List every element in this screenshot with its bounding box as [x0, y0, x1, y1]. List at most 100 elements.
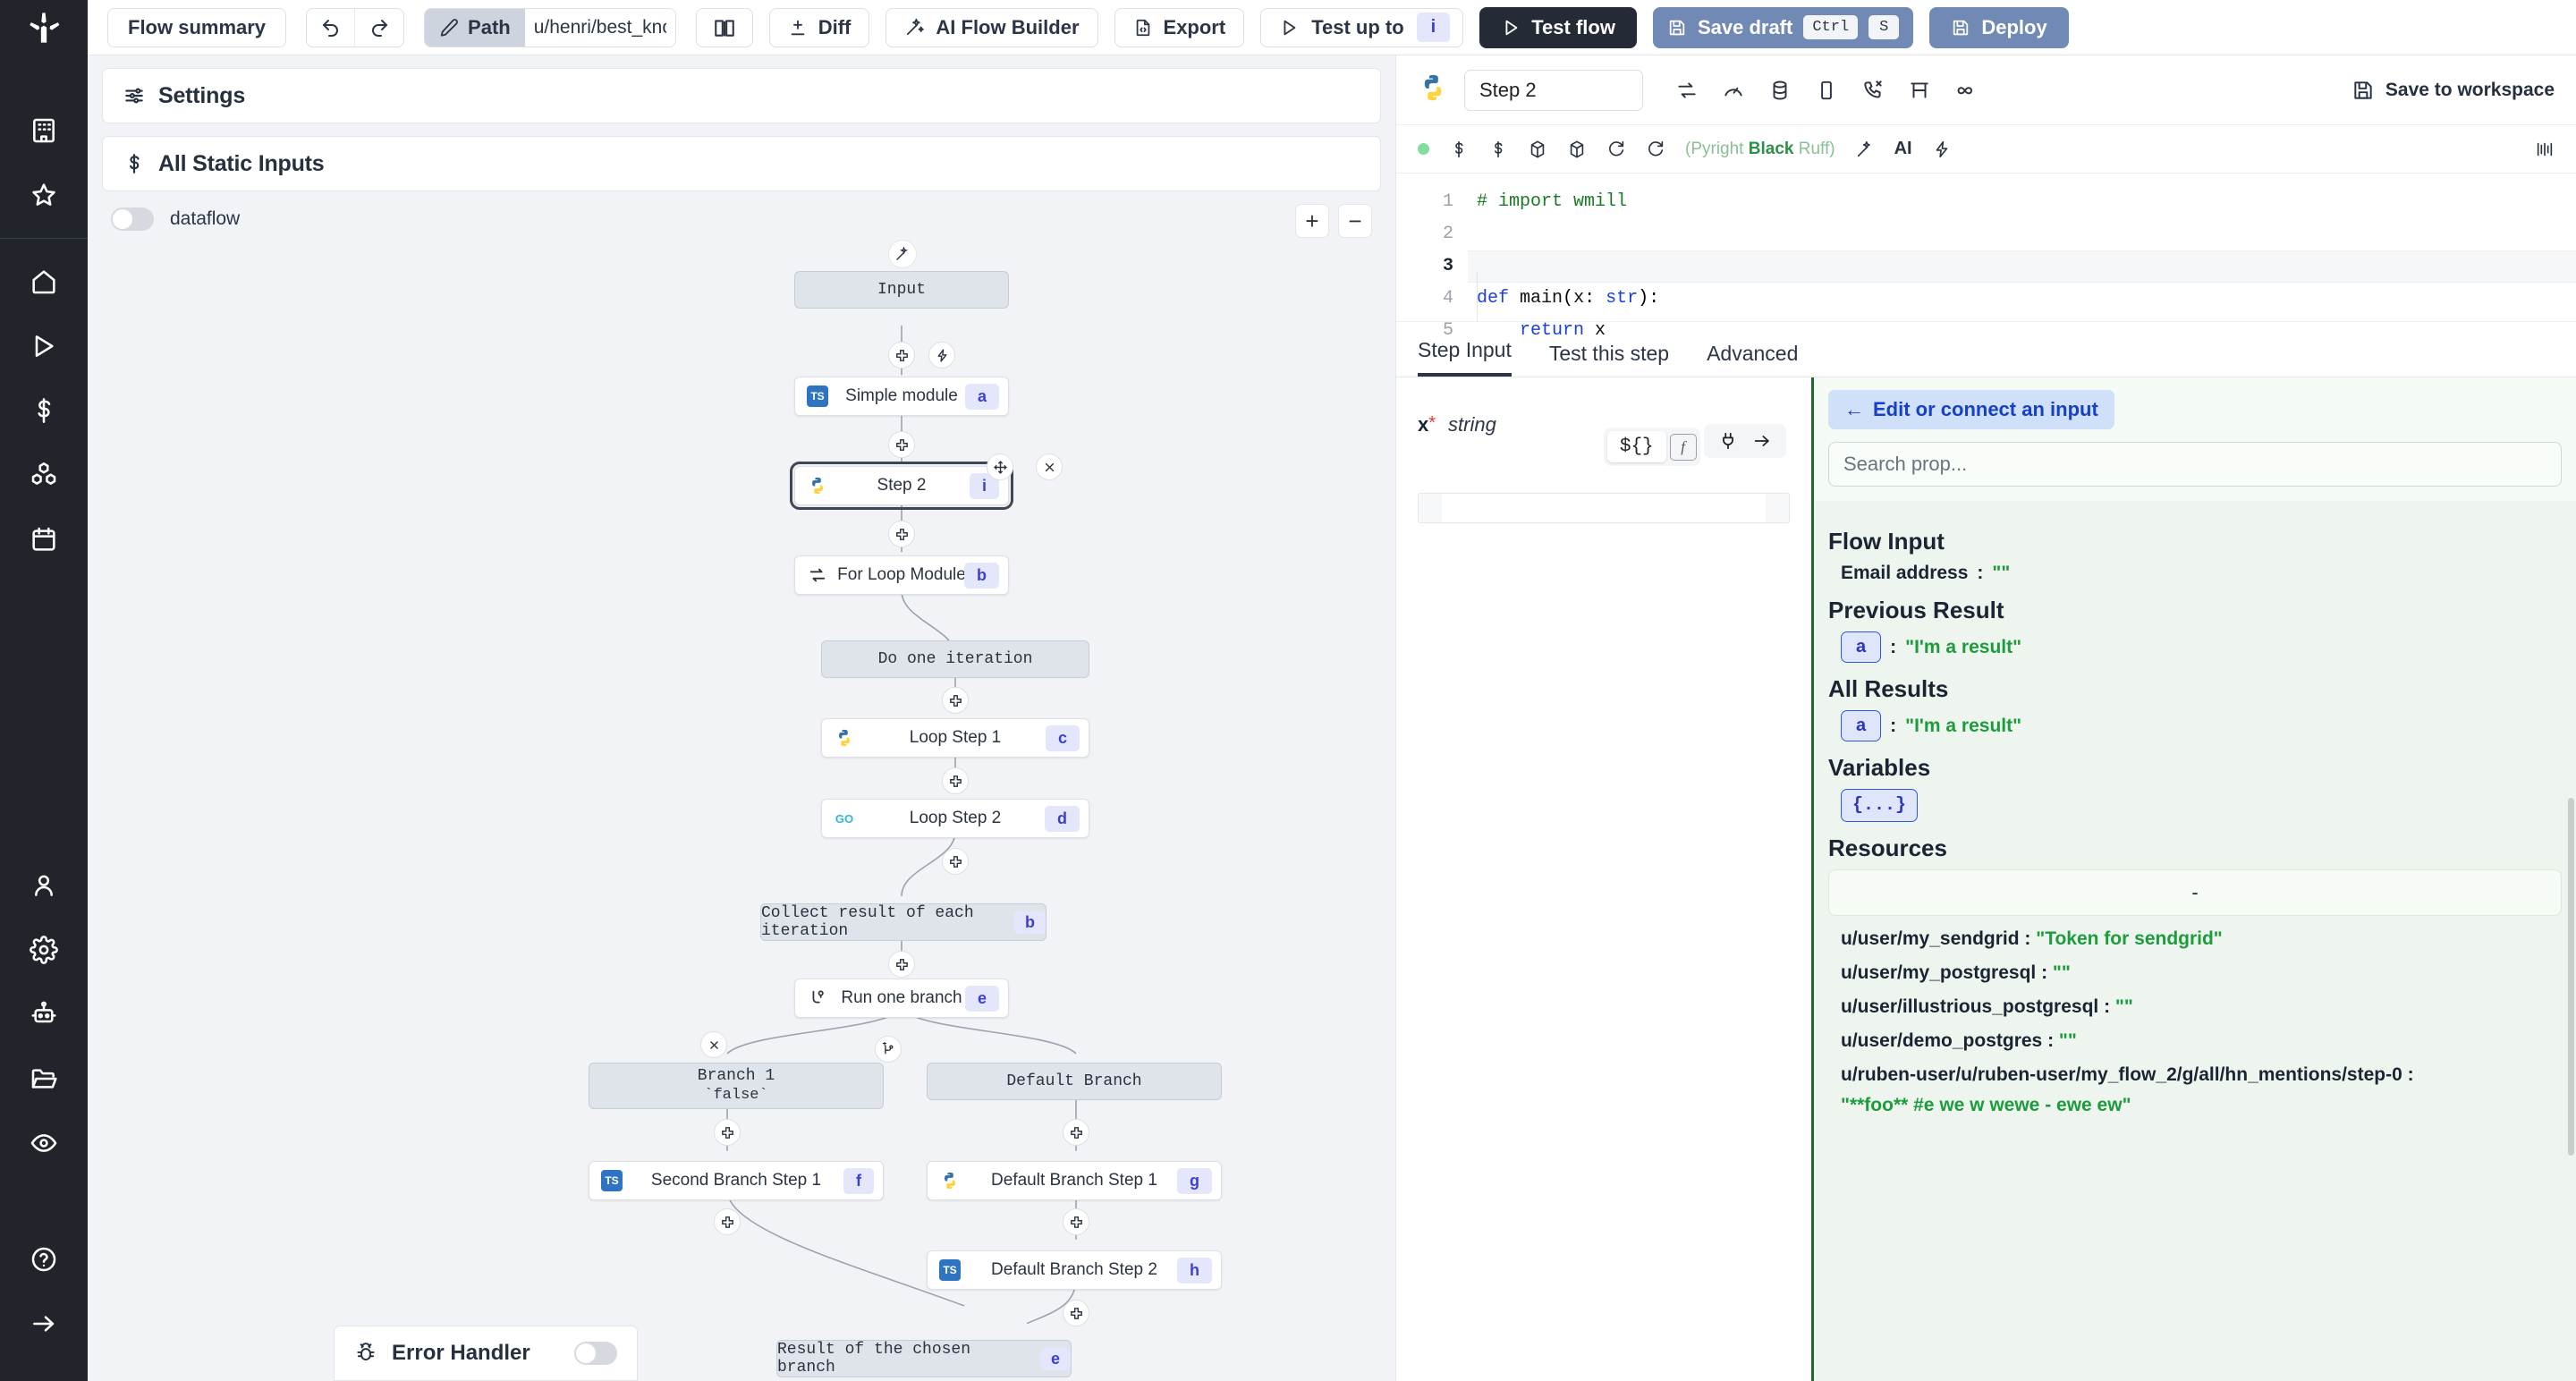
test-flow-button[interactable]: Test flow: [1479, 6, 1637, 48]
path-input[interactable]: [524, 8, 675, 47]
refresh-icon[interactable]: [1606, 140, 1626, 159]
delete-branch-button[interactable]: [700, 1031, 727, 1058]
ai-wand-icon[interactable]: [888, 240, 917, 268]
phone-call-icon[interactable]: [1861, 79, 1885, 102]
graph-node-b[interactable]: For Loop Module b: [794, 555, 1009, 595]
diff-button[interactable]: Diff: [768, 7, 870, 47]
sidebar-item-users[interactable]: [0, 853, 88, 918]
result-chip[interactable]: a: [1841, 631, 1882, 663]
save-draft-button[interactable]: Save draft Ctrl S: [1652, 6, 1914, 48]
resource-row[interactable]: u/user/my_sendgrid : "Token for sendgrid…: [1841, 928, 2223, 949]
resources-placeholder[interactable]: -: [1828, 869, 2562, 916]
graph-node-input[interactable]: Input: [794, 271, 1009, 309]
connector-row[interactable]: {...}: [1841, 789, 2562, 822]
arg-value-field[interactable]: [1418, 493, 1790, 523]
add-step-button[interactable]: [942, 848, 969, 875]
add-step-button[interactable]: [888, 342, 915, 369]
sidebar-item-variables[interactable]: [0, 378, 88, 443]
graph-node-e[interactable]: Run one branch e: [794, 979, 1009, 1018]
sidebar-item-runs[interactable]: [0, 314, 88, 378]
graph-node-g[interactable]: Default Branch Step 1 g: [927, 1161, 1222, 1200]
graph-node-c[interactable]: Loop Step 1 c: [821, 718, 1089, 758]
sidebar-item-settings[interactable]: [0, 918, 88, 982]
graph-node-iteration[interactable]: Do one iteration: [821, 640, 1089, 678]
resource-row[interactable]: u/user/my_postgresql : "": [1841, 962, 2071, 983]
edit-or-connect-button[interactable]: ← Edit or connect an input: [1828, 390, 2114, 429]
sidebar-item-schedules[interactable]: [0, 507, 88, 572]
sidebar-item-workspace[interactable]: [0, 98, 88, 163]
dollar-icon[interactable]: [1449, 140, 1469, 159]
connector-row[interactable]: Email address : "": [1841, 563, 2011, 583]
sidebar-item-favorites[interactable]: [0, 163, 88, 227]
error-handler-toggle[interactable]: [574, 1342, 617, 1365]
add-step-button[interactable]: [1063, 1119, 1089, 1146]
dollar-icon[interactable]: [1488, 140, 1508, 159]
resource-row[interactable]: u/ruben-user/u/ruben-user/my_flow_2/g/al…: [1841, 1064, 2414, 1085]
static-inputs-card[interactable]: All Static Inputs: [102, 136, 1381, 191]
connector-row[interactable]: a : "I'm a result": [1841, 631, 2562, 663]
sidebar-item-workers[interactable]: [0, 982, 88, 1046]
add-step-button[interactable]: [1063, 1300, 1089, 1326]
graph-node-default-branch[interactable]: Default Branch: [927, 1063, 1222, 1100]
lightning-icon[interactable]: [1932, 140, 1952, 159]
move-node-handle[interactable]: [987, 453, 1013, 480]
graph-node-d[interactable]: GO Loop Step 2 d: [821, 799, 1089, 838]
zoom-in-button[interactable]: +: [1295, 204, 1329, 238]
connector-scrollbar[interactable]: [2568, 798, 2574, 1156]
tab-step-input[interactable]: Step Input: [1418, 338, 1512, 377]
graph-node-result[interactable]: Result of the chosen branch e: [776, 1340, 1072, 1377]
error-handler-card[interactable]: Error Handler: [334, 1326, 638, 1381]
undo-icon[interactable]: [307, 8, 356, 47]
code-editor[interactable]: 1 2 3 4 5 # import wmill def main(x: str…: [1396, 174, 2576, 341]
book-icon[interactable]: [695, 7, 753, 47]
code-content[interactable]: # import wmill def main(x: str): return …: [1468, 174, 2576, 341]
help-circle-icon[interactable]: [0, 1227, 88, 1292]
settings-card[interactable]: Settings: [102, 68, 1381, 123]
step-name-input[interactable]: [1464, 69, 1643, 111]
bracket-icon[interactable]: [1908, 79, 1931, 102]
flow-summary-button[interactable]: Flow summary: [107, 7, 287, 47]
zoom-out-button[interactable]: −: [1338, 204, 1372, 238]
add-step-button[interactable]: [1063, 1208, 1089, 1235]
add-step-button[interactable]: [888, 521, 915, 547]
sidebar-item-folders[interactable]: [0, 1046, 88, 1111]
connector-sections[interactable]: Flow Input Email address : "" Previous R…: [1814, 501, 2576, 1381]
resource-row[interactable]: u/user/illustrious_postgresql : "": [1841, 996, 2133, 1017]
wand-icon[interactable]: [1855, 140, 1875, 159]
add-trigger-button[interactable]: [928, 342, 955, 369]
dataflow-toggle[interactable]: [111, 208, 154, 231]
minimap-icon[interactable]: [2535, 140, 2555, 159]
graph-node-f[interactable]: TS Second Branch Step 1 f: [589, 1161, 884, 1200]
add-step-button[interactable]: [714, 1119, 741, 1146]
package-icon[interactable]: [1528, 140, 1547, 159]
flow-graph-canvas[interactable]: Input TS Simple module a Step 2: [88, 231, 1395, 1381]
delete-node-button[interactable]: [1036, 453, 1063, 480]
add-step-button[interactable]: [888, 431, 915, 458]
ai-flow-builder-button[interactable]: AI Flow Builder: [886, 7, 1098, 47]
function-button[interactable]: f: [1669, 433, 1697, 461]
loop-icon[interactable]: [1675, 79, 1699, 102]
input-mode-toggle[interactable]: ${} f: [1603, 428, 1700, 466]
connector-row[interactable]: a : "I'm a result": [1841, 710, 2562, 741]
sidebar-item-audit-logs[interactable]: [0, 1111, 88, 1175]
add-step-button[interactable]: [942, 767, 969, 794]
resource-row[interactable]: u/user/demo_postgres : "": [1841, 1030, 2077, 1051]
resource-row-value[interactable]: "**foo** #e we w wewe - ewe ew": [1841, 1095, 2562, 1116]
graph-node-h[interactable]: TS Default Branch Step 2 h: [927, 1250, 1222, 1290]
collapse-arrow-icon[interactable]: [0, 1292, 88, 1356]
add-step-button[interactable]: [888, 951, 915, 978]
search-prop-input[interactable]: [1828, 442, 2562, 487]
sidebar-item-home[interactable]: [0, 250, 88, 314]
result-chip[interactable]: a: [1841, 710, 1882, 741]
gauge-icon[interactable]: [1722, 79, 1745, 102]
connect-input-button[interactable]: [1704, 424, 1787, 458]
tab-test-this-step[interactable]: Test this step: [1548, 342, 1670, 365]
export-button[interactable]: Export: [1114, 7, 1245, 47]
graph-node-step2[interactable]: Step 2 i: [790, 462, 1013, 510]
variables-chip[interactable]: {...}: [1841, 789, 1919, 822]
database-icon[interactable]: [1768, 79, 1792, 102]
add-step-button[interactable]: [714, 1208, 741, 1235]
save-to-workspace-button[interactable]: Save to workspace: [2351, 79, 2555, 102]
graph-node-collect[interactable]: Collect result of each iteration b: [760, 903, 1046, 941]
square-icon[interactable]: [1815, 79, 1838, 102]
